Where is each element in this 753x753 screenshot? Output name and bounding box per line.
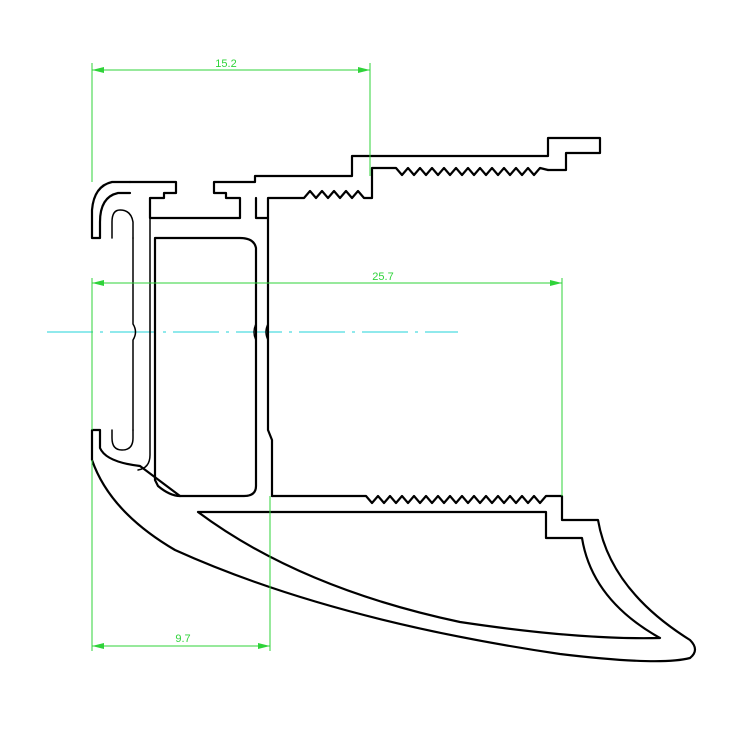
dimension-label-top: 15.2 xyxy=(215,58,236,70)
dimension-bottom-width: 9.7 xyxy=(91,460,271,651)
right-web xyxy=(266,216,274,498)
top-slot xyxy=(128,136,602,220)
top-left-lip xyxy=(111,209,134,239)
upper-thread xyxy=(254,166,550,220)
chamber-rib xyxy=(253,323,257,341)
right-web-notch xyxy=(265,323,269,341)
lower-thread xyxy=(90,428,697,663)
inner-chamber xyxy=(153,236,258,498)
left-wall-inner xyxy=(137,217,151,471)
aluminium-profile-outline xyxy=(90,136,697,663)
dimension-overall-width: 25.7 xyxy=(91,271,563,496)
top-left-hook xyxy=(90,180,132,240)
left-wall xyxy=(132,237,137,431)
dimension-top-width: 15.2 xyxy=(91,58,371,182)
bottom-left-hook xyxy=(111,429,134,451)
dimension-label-bottom: 9.7 xyxy=(175,633,190,645)
dimension-label-overall: 25.7 xyxy=(372,271,393,283)
bottom-chamber xyxy=(196,510,662,640)
